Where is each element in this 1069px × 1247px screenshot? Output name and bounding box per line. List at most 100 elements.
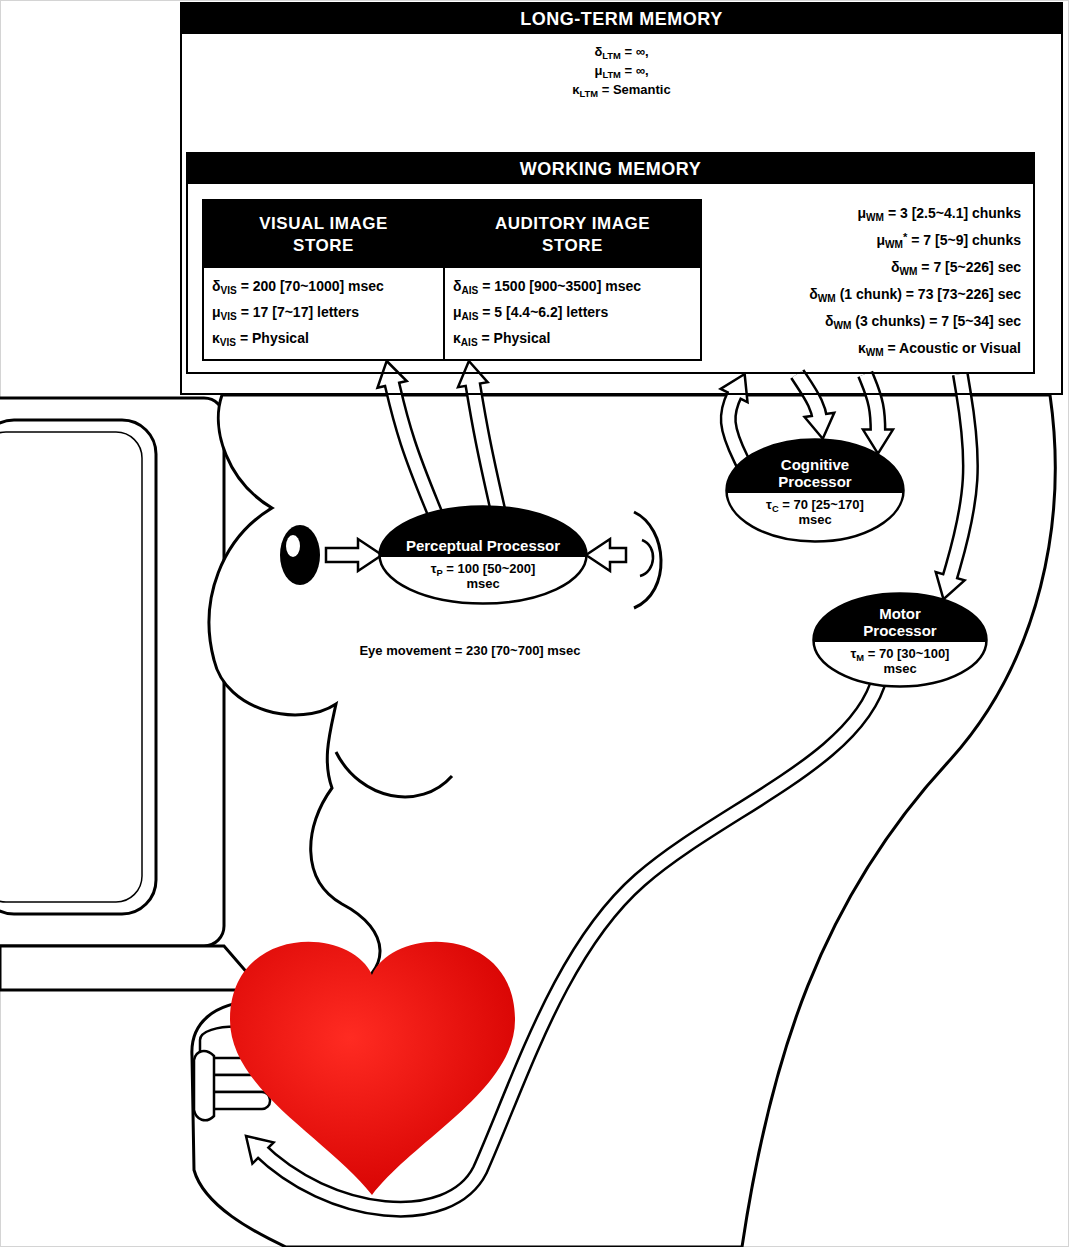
subscript: P: [437, 568, 443, 578]
ellipse-fill: [814, 594, 987, 687]
ear-inner: [640, 540, 653, 576]
header-band: WORKING MEMORY: [188, 154, 1033, 184]
connector-band-inner: [728, 388, 744, 466]
subscript: WM: [885, 239, 903, 250]
label-holder: Eye movement = 230 [70~700] msec: [320, 641, 620, 659]
connector: [797, 374, 834, 439]
param-zone: τC = 70 [25~170] msec: [725, 493, 905, 528]
ellipse-border: [380, 507, 587, 604]
param-line: μLTM = ∞,: [182, 61, 1061, 80]
param-line: κLTM = Semantic: [182, 80, 1061, 99]
param-line: κAIS = Physical: [453, 325, 692, 351]
parameter: δVIS = 200 [70~1000] msec: [212, 278, 384, 294]
subscript: LTM: [580, 89, 599, 99]
parameter: δWM = 7 [5~226] sec: [891, 259, 1021, 275]
store-title: AUDITORY IMAGE STORE: [480, 213, 665, 257]
palm: [194, 1051, 214, 1120]
processor-title: Cognitive Processor: [760, 456, 870, 490]
param-zone: τM = 70 [30~100] msec: [812, 642, 988, 677]
param-line: δWM (1 chunk) = 73 [73~226] sec: [809, 281, 1021, 308]
symbol: μ: [594, 63, 602, 78]
superscript: *: [903, 231, 907, 243]
ellipse-fill: [380, 507, 587, 604]
connector: [863, 374, 893, 454]
value: = 3 [2.5~4.1] chunks: [884, 205, 1021, 221]
value: = 70 [25~170] msec: [779, 497, 864, 527]
value: = ∞,: [621, 63, 649, 78]
param-list: μWM = 3 [2.5~4.1] chunksμWM* = 7 [5~9] c…: [809, 200, 1021, 362]
subscript: M: [856, 653, 864, 663]
store-body: δVIS = 200 [70~1000] msecμVIS = 17 [7~17…: [204, 268, 443, 356]
monitor-case: [0, 398, 224, 946]
parameter: μAIS = 5 [4.4~6.2] letters: [453, 304, 608, 320]
subscript: AIS: [461, 337, 478, 348]
subscript: VIS: [220, 337, 236, 348]
processor-title: Perceptual Processor: [406, 537, 560, 554]
cycle-time: τC = 70 [25~170] msec: [750, 497, 880, 527]
store-box: VISUAL IMAGE STOREδVIS = 200 [70~1000] m…: [202, 199, 445, 361]
processor-ellipse: Motor ProcessorτM = 70 [30~100] msec: [812, 592, 988, 688]
param-line: κVIS = Physical: [212, 325, 435, 351]
symbol: δ: [809, 286, 818, 302]
param-line: δWM (3 chunks) = 7 [5~34] sec: [809, 308, 1021, 335]
store-body: δAIS = 1500 [900~3500] msec μAIS = 5 [4.4…: [445, 268, 700, 356]
memory-box: VISUAL IMAGE STOREδVIS = 200 [70~1000] m…: [186, 152, 1035, 374]
symbol: τ: [766, 497, 772, 512]
value: = 100 [50~200] msec: [443, 561, 536, 591]
connector-band: [865, 374, 878, 438]
parameter: δLTM = ∞,: [594, 44, 648, 59]
parameter: μWM* = 7 [5~9] chunks: [877, 232, 1021, 248]
connector-band-inner: [390, 377, 436, 517]
eye: [280, 525, 320, 585]
symbol: μ: [453, 304, 462, 320]
box-title: LONG-TERM MEMORY: [520, 9, 722, 30]
value: = Physical: [478, 330, 551, 346]
subscript: AIS: [462, 311, 479, 322]
processor-title: Motor Processor: [845, 605, 955, 639]
ellipse-outline: [725, 438, 905, 543]
monitor-glass: [0, 432, 142, 902]
memory-box: VISUAL IMAGE STOREδVIS = 200 [70~1000] m…: [180, 2, 1063, 395]
ellipse-cap: [380, 507, 587, 558]
subscript: LTM: [602, 70, 621, 80]
param-line: δAIS = 1500 [900~3500] msec: [453, 273, 692, 299]
cycle-time: τP = 100 [50~200] msec: [413, 561, 553, 591]
value: (1 chunk) = 73 [73~226] sec: [836, 286, 1021, 302]
parameter: δWM (1 chunk) = 73 [73~226] sec: [809, 286, 1021, 302]
subscript: LTM: [602, 51, 621, 61]
connector: [458, 361, 499, 513]
ear-arrow: [586, 539, 626, 571]
value: = 70 [30~100] msec: [864, 646, 949, 676]
subscript: VIS: [221, 311, 237, 322]
symbol: δ: [891, 259, 900, 275]
param-list: δLTM = ∞,μLTM = ∞,κLTM = Semantic: [182, 34, 1061, 99]
value: = Semantic: [598, 82, 671, 97]
symbol: δ: [212, 278, 221, 294]
header-band: AUDITORY IMAGE STORE: [445, 201, 700, 268]
subscript: C: [772, 503, 779, 513]
header-band: VISUAL IMAGE STORE: [204, 201, 443, 268]
eye-highlight: [286, 535, 300, 557]
store-title: VISUAL IMAGE STORE: [241, 213, 406, 257]
ellipse-cap: [727, 439, 904, 493]
connector-band-inner: [865, 374, 878, 438]
connector: [721, 374, 748, 466]
parameter: δWM (3 chunks) = 7 [5~34] sec: [825, 313, 1021, 329]
param-line: μAIS = 5 [4.4~6.2] letters: [453, 299, 692, 325]
parameter: κVIS = Physical: [212, 330, 309, 346]
symbol: τ: [431, 561, 437, 576]
monitor-screen: [0, 420, 156, 914]
param-line: μWM* = 7 [5~9] chunks: [809, 227, 1021, 254]
ellipse-fill: [727, 439, 904, 541]
symbol: κ: [453, 330, 461, 346]
param-line: δVIS = 200 [70~1000] msec: [212, 273, 435, 299]
mouth: [336, 752, 452, 797]
processor-ellipse: Cognitive Processor τC = 70 [25~170] msec: [725, 438, 905, 543]
parameter: δAIS = 1500 [900~3500] msec: [453, 278, 641, 294]
connector-band: [948, 374, 971, 584]
parameter: κWM = Acoustic or Visual: [858, 340, 1021, 356]
value: = 200 [70~1000] msec: [237, 278, 384, 294]
subscript: WM: [818, 293, 836, 304]
ellipse-border: [727, 439, 904, 541]
